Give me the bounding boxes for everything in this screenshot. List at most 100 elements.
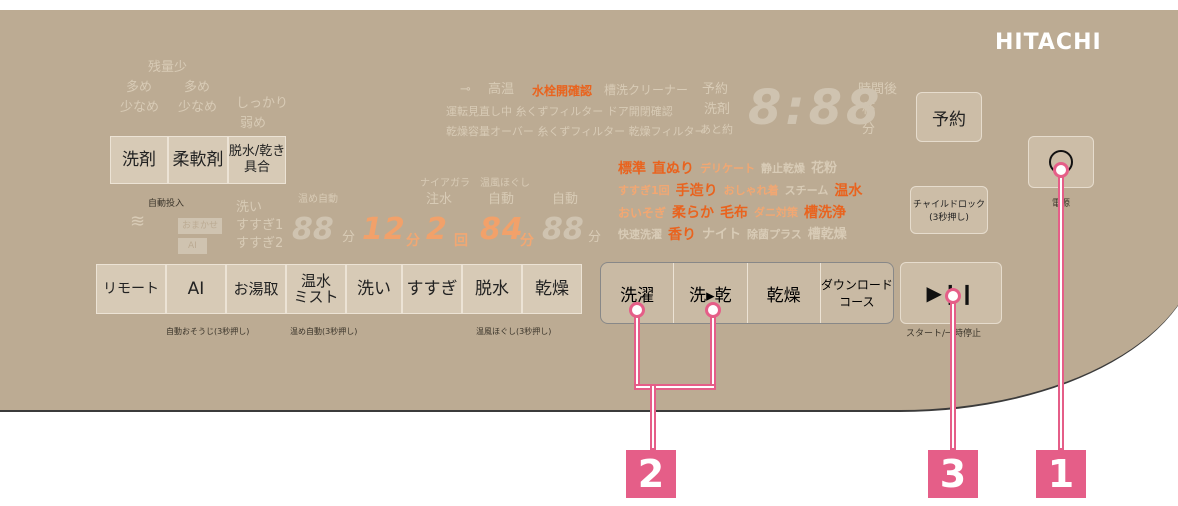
segment-display-4: 84 xyxy=(480,212,524,247)
course-standard[interactable]: 標準 xyxy=(618,161,646,177)
course-steam[interactable]: スチーム xyxy=(784,184,829,197)
hot-water-button[interactable]: お湯取 xyxy=(226,264,286,314)
course-fast-wash[interactable]: 快速洗濯 xyxy=(618,228,662,241)
auto-clean-sublabel: 自動おそうじ(3秒押し) xyxy=(166,327,250,336)
start-pause-label: スタート/一時停止 xyxy=(906,329,982,339)
callout-dot xyxy=(1053,162,1069,178)
course-blanket[interactable]: 毛布 xyxy=(720,205,749,221)
course-tub-dry[interactable]: 槽乾燥 xyxy=(807,227,847,242)
callout-line xyxy=(650,384,656,450)
course-pollen[interactable]: 花粉 xyxy=(811,161,838,176)
faucet-check-label: 水栓開確認 xyxy=(532,84,593,98)
reserve-button[interactable]: 予約 xyxy=(916,92,982,142)
unit-min-2: 分 xyxy=(406,233,420,249)
low-remaining-label: 残量少 xyxy=(148,60,188,75)
omakase-badge: おまかせ xyxy=(178,218,223,234)
wash-label: 洗い xyxy=(236,200,263,215)
detergent-status: 洗剤 xyxy=(704,102,731,117)
segment-display-2: 12 xyxy=(362,212,406,247)
key-icon: ⊸ xyxy=(460,82,471,97)
course-mite[interactable]: ダニ対策 xyxy=(754,206,799,219)
ai-badge: AI xyxy=(178,238,207,254)
course-grid: 標準 直ぬり デリケート 静止乾燥 花粉 すすぎ1回 手造り おしゃれ着 スチー… xyxy=(618,158,898,246)
unit-min-3: 分 xyxy=(520,233,534,249)
callout-line xyxy=(1058,170,1064,450)
status-row3: 乾燥容量オーバー 糸くずフィルター 乾燥フィルター xyxy=(446,125,706,138)
callout-dot xyxy=(705,302,721,318)
bottom-button-row-left: リモート AI お湯取 温水 ミスト 洗い すすぎ 脱水 乾燥 xyxy=(96,264,582,314)
segment-display-1: 88 xyxy=(292,212,334,247)
warm-air-label: 温風ほぐし xyxy=(480,178,530,189)
spin-button[interactable]: 脱水 xyxy=(462,264,522,314)
callout-number-1: 1 xyxy=(1036,450,1086,498)
course-soft[interactable]: 柔らか xyxy=(672,205,715,221)
course-direct[interactable]: 直ぬり xyxy=(652,161,694,177)
tub-cleaner-label: 槽洗クリーナー xyxy=(604,83,689,97)
detergent-button[interactable]: 洗剤 xyxy=(110,136,168,184)
less-label-1: 少なめ xyxy=(120,100,160,115)
course-fashion[interactable]: おしゃれ着 xyxy=(723,184,779,197)
dry-course-button[interactable]: 乾燥 xyxy=(748,263,821,323)
brand-logo: HITACHI xyxy=(995,30,1102,55)
course-night[interactable]: ナイト xyxy=(702,227,742,242)
callout-number-2: 2 xyxy=(626,450,676,498)
course-delicate[interactable]: デリケート xyxy=(700,162,755,175)
auto-dose-label: 自動投入 xyxy=(148,199,185,209)
callout-number-3: 3 xyxy=(928,450,978,498)
warm-mist-button[interactable]: 温水 ミスト xyxy=(286,264,346,314)
high-temp-label: 高温 xyxy=(488,82,515,97)
wash-dry-course-button[interactable]: 洗▸乾 xyxy=(674,263,748,323)
dry-button[interactable]: 乾燥 xyxy=(522,264,582,314)
softener-button[interactable]: 柔軟剤 xyxy=(168,136,228,184)
segment-display-5: 88 xyxy=(542,212,584,247)
callout-line xyxy=(950,296,956,450)
wifi-icon: ≋ xyxy=(130,211,146,232)
unit-min-4: 分 xyxy=(588,230,602,245)
status-row2: 運転見直し中 糸くずフィルター ドア開閉確認 xyxy=(446,105,673,118)
course-tub-wash[interactable]: 槽洗浄 xyxy=(804,205,847,221)
reserve-status-label: 予約 xyxy=(702,82,729,97)
warm-air-sublabel: 温風ほぐし(3秒押し) xyxy=(476,327,552,336)
warm-auto-label: 温め自動 xyxy=(298,194,338,205)
niagara-label: ナイアガラ xyxy=(420,178,470,189)
warm-auto-sublabel: 温め自動(3秒押し) xyxy=(290,327,358,336)
course-quick[interactable]: おいそぎ xyxy=(618,206,667,220)
wash-button[interactable]: 洗い xyxy=(346,264,402,314)
spin-dry-level-button[interactable]: 脱水/乾き 具合 xyxy=(228,136,286,184)
child-lock-button[interactable]: チャイルドロック (3秒押し) xyxy=(910,186,988,234)
unit-times: 回 xyxy=(454,233,468,249)
cups-label: 杯 xyxy=(862,102,876,117)
course-button-group: 洗濯 洗▸乾 乾燥 ダウンロード コース xyxy=(600,262,894,324)
washing-course-button[interactable]: 洗濯 xyxy=(601,263,675,323)
main-time-display: 8:88 xyxy=(748,80,884,136)
course-rinse1[interactable]: すすぎ1回 xyxy=(618,184,670,197)
much-label-2: 多め xyxy=(184,80,211,95)
course-static-dry[interactable]: 静止乾燥 xyxy=(761,162,805,175)
auto-label-2: 自動 xyxy=(552,192,579,207)
callout-line xyxy=(710,312,716,390)
course-scent[interactable]: 香り xyxy=(668,227,696,243)
remote-button[interactable]: リモート xyxy=(96,264,166,314)
rinse-button[interactable]: すすぎ xyxy=(402,264,462,314)
auto-label-1: 自動 xyxy=(488,192,515,207)
callout-line xyxy=(634,312,640,390)
water-label: 注水 xyxy=(426,192,453,207)
ai-button[interactable]: AI xyxy=(166,264,226,314)
less-label-2: 少なめ xyxy=(178,100,218,115)
remaining-label: あと約 xyxy=(700,123,733,136)
much-label-1: 多め xyxy=(126,80,153,95)
rinse1-label: すすぎ1 xyxy=(236,218,284,233)
unit-min-1: 分 xyxy=(342,230,356,245)
course-warm-water[interactable]: 温水 xyxy=(834,183,863,199)
hours-later-label: 時間後 xyxy=(858,82,898,97)
callout-dot xyxy=(629,302,645,318)
callout-dot xyxy=(945,288,961,304)
course-handmade[interactable]: 手造り xyxy=(675,183,718,199)
course-sterilize[interactable]: 除菌プラス xyxy=(747,228,802,241)
download-course-button[interactable]: ダウンロード コース xyxy=(820,278,893,309)
firm-label: しっかり xyxy=(236,96,289,111)
rinse2-label: すすぎ2 xyxy=(236,236,284,251)
weak-label: 弱め xyxy=(240,116,267,131)
callout-line xyxy=(634,384,716,390)
